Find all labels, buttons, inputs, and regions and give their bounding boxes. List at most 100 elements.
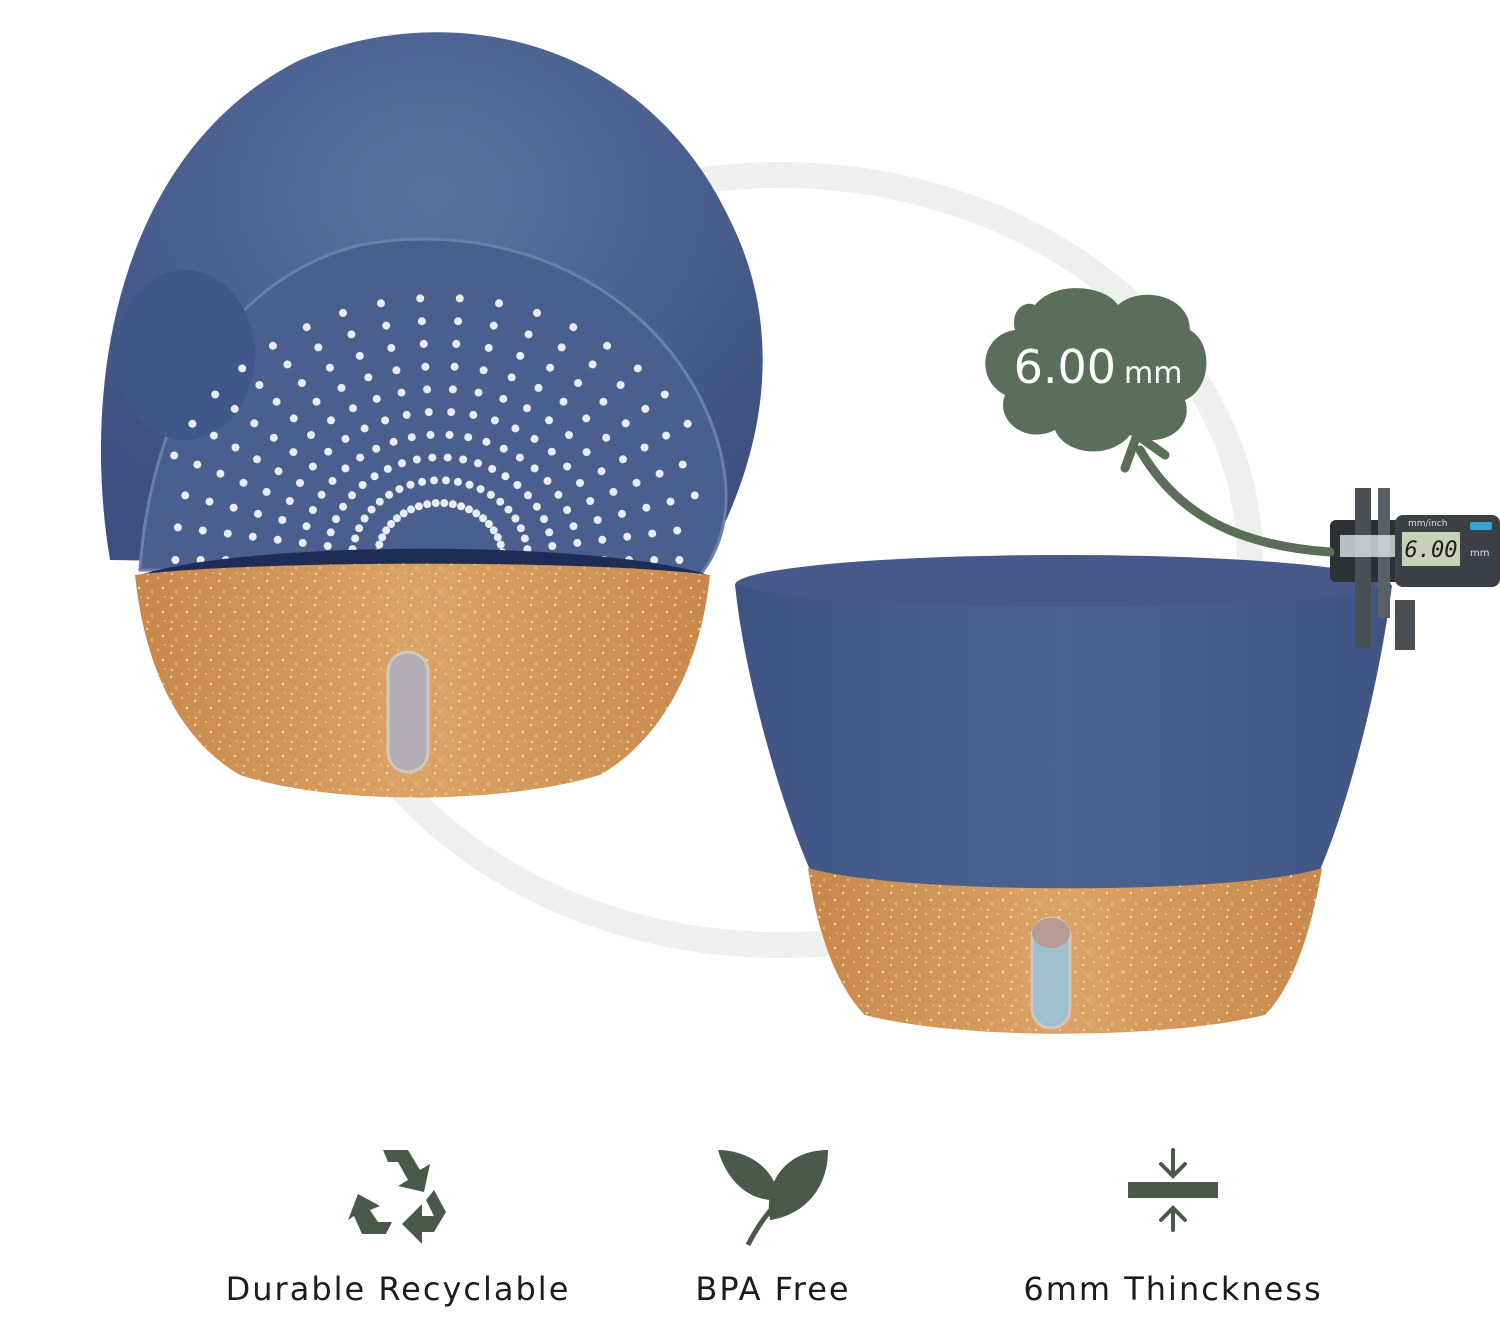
drainage-hole <box>488 464 497 473</box>
drainage-hole <box>296 479 304 487</box>
drainage-hole <box>223 529 232 538</box>
drainage-hole <box>648 529 657 538</box>
drainage-hole <box>389 437 398 446</box>
drainage-hole <box>495 299 503 308</box>
left-pot <box>100 32 763 798</box>
drainage-hole <box>289 414 298 423</box>
drainage-hole <box>407 505 415 514</box>
drainage-hole <box>573 538 582 547</box>
drainage-hole <box>524 491 532 500</box>
drainage-hole <box>650 556 659 564</box>
drainage-hole <box>418 477 427 486</box>
drainage-hole <box>387 520 396 528</box>
drainage-hole <box>327 416 335 425</box>
drainage-hole <box>563 462 572 471</box>
drainage-hole <box>367 505 376 514</box>
drainage-hole <box>231 443 240 452</box>
drainage-hole <box>372 444 381 453</box>
digital-caliper[interactable]: 6.00 mm/inch mm <box>1330 488 1500 650</box>
drainage-hole <box>248 532 257 541</box>
drainage-hole <box>641 404 650 413</box>
drainage-hole <box>489 321 498 330</box>
drainage-hole <box>459 455 468 464</box>
feature-label: 6mm Thinckness <box>1023 1270 1323 1308</box>
drainage-hole <box>443 453 452 462</box>
drainage-hole <box>341 464 350 473</box>
drainage-hole <box>348 491 356 500</box>
feature-thickness: 6mm Thinckness <box>963 1130 1383 1323</box>
drainage-hole <box>314 343 323 352</box>
drainage-hole <box>476 485 485 494</box>
drainage-hole <box>356 453 365 462</box>
drainage-hole <box>616 381 625 389</box>
drainage-hole <box>328 476 337 485</box>
drainage-hole <box>675 556 684 564</box>
drainage-hole <box>216 469 225 478</box>
drainage-hole <box>513 481 522 489</box>
drainage-hole <box>426 430 435 439</box>
drainage-hole <box>484 343 493 352</box>
drainage-hole <box>272 397 281 406</box>
drainage-hole <box>472 509 481 518</box>
drainage-hole <box>598 535 607 544</box>
drainage-hole <box>302 522 311 531</box>
drainage-hole <box>618 509 626 518</box>
drainage-hole <box>457 502 466 511</box>
drainage-hole <box>683 419 692 428</box>
drainage-hole <box>565 431 573 439</box>
drainage-hole <box>496 497 505 506</box>
drainage-hole <box>447 408 456 417</box>
drainage-hole <box>302 323 311 332</box>
left-water-window <box>386 650 430 774</box>
caliper-display <box>1402 532 1460 566</box>
callout-value: 6.00 <box>1014 340 1116 394</box>
drainage-hole <box>532 502 541 511</box>
drainage-hole <box>640 443 649 452</box>
drainage-hole <box>372 394 381 403</box>
drainage-hole <box>382 321 391 330</box>
drainage-hole <box>655 469 664 478</box>
drainage-hole <box>543 476 552 485</box>
recycle-icon <box>328 1130 468 1250</box>
drainage-hole <box>325 363 334 372</box>
drainage-hole <box>268 341 277 350</box>
drainage-hole <box>440 499 449 508</box>
drainage-hole <box>358 481 367 489</box>
drainage-hole <box>360 424 369 433</box>
drainage-hole <box>597 467 606 476</box>
drainage-hole <box>666 497 675 506</box>
drainage-hole <box>448 385 457 394</box>
drainage-hole <box>474 459 482 468</box>
drainage-hole <box>274 467 283 476</box>
drainage-hole <box>569 522 578 531</box>
drainage-hole <box>609 487 618 496</box>
drainage-hole <box>448 500 457 509</box>
drainage-hole <box>499 444 508 453</box>
drainage-hole <box>504 505 513 514</box>
drainage-hole <box>393 514 401 523</box>
drainage-hole <box>520 534 529 543</box>
drainage-hole <box>269 433 278 442</box>
drainage-hole <box>493 533 502 542</box>
drainage-hole <box>171 556 180 564</box>
drainage-hole <box>398 459 406 468</box>
drainage-hole <box>474 388 483 397</box>
drainage-hole <box>479 366 488 375</box>
right-pot-rim <box>735 555 1391 615</box>
drainage-hole <box>414 502 423 511</box>
drainage-hole <box>262 487 271 496</box>
drainage-hole <box>557 343 566 352</box>
drainage-hole <box>421 362 430 371</box>
drainage-hole <box>273 535 282 544</box>
drainage-hole <box>430 476 438 485</box>
drainage-hole <box>482 437 491 446</box>
drainage-hole <box>402 410 411 419</box>
drainage-hole <box>317 490 326 499</box>
drainage-hole <box>360 514 369 523</box>
drainage-hole <box>523 404 531 413</box>
drainage-hole <box>489 526 498 535</box>
drainage-hole <box>375 497 384 506</box>
drainage-hole <box>298 538 307 547</box>
